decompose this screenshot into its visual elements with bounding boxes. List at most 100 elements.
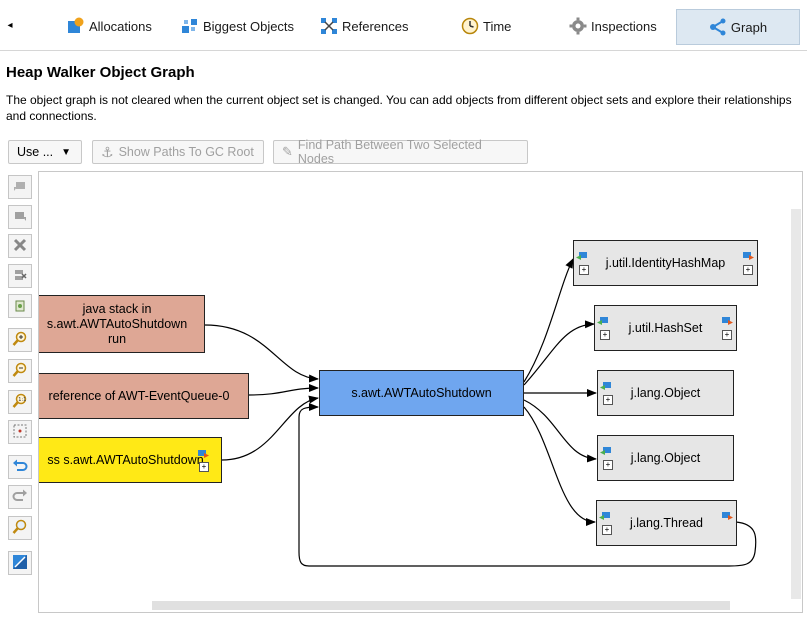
node-reference-awt-eventqueue[interactable]: reference of AWT-EventQueue-0	[39, 373, 249, 419]
close-icon	[13, 238, 27, 255]
biggest-objects-icon	[181, 17, 199, 35]
fit-to-window-icon	[12, 423, 28, 442]
expand-plus-icon[interactable]: +	[199, 462, 209, 472]
expand-plus-icon[interactable]: +	[743, 265, 753, 275]
node-java-stack[interactable]: java stack in s.awt.AWTAutoShutdown run	[39, 295, 205, 353]
remove-other-nodes-button[interactable]	[8, 264, 32, 288]
page-title: Heap Walker Object Graph	[6, 64, 195, 81]
expand-plus-icon[interactable]: +	[603, 460, 613, 470]
tab-time[interactable]: Time	[461, 9, 511, 43]
node-label: ss s.awt.AWTAutoShutdown	[47, 452, 204, 467]
node-center-awtautoshutdown[interactable]: s.awt.AWTAutoShutdown	[319, 370, 524, 416]
edge-center-to-thread	[523, 406, 596, 526]
edge-stack-to-center	[204, 324, 319, 383]
node-label: s.awt.AWTAutoShutdown	[351, 385, 492, 400]
graph-canvas[interactable]: java stack in s.awt.AWTAutoShutdown run …	[38, 171, 803, 613]
find-path-label: Find Path Between Two Selected Nodes	[297, 138, 482, 166]
tab-graph[interactable]: Graph	[676, 9, 800, 45]
tab-references[interactable]: References	[320, 9, 408, 43]
tab-label: Biggest Objects	[203, 18, 295, 34]
graph-edges	[204, 258, 757, 567]
fit-to-window-button[interactable]	[8, 420, 32, 444]
zoom-actual-size-icon: 1:1	[12, 393, 28, 412]
graph-icon	[709, 18, 727, 36]
node-line: run	[107, 331, 127, 346]
zoom-out-button[interactable]	[8, 359, 32, 383]
zoom-in-icon	[12, 331, 28, 350]
zoom-100-button[interactable]: 1:1	[8, 390, 32, 414]
node-label: reference of AWT-EventQueue-0	[48, 388, 230, 403]
clear-graph-button[interactable]	[8, 294, 32, 318]
edge-reference-to-center	[248, 384, 319, 396]
incoming-references-icon[interactable]	[576, 250, 587, 260]
expand-plus-icon[interactable]: +	[722, 330, 732, 340]
tab-biggest-objects[interactable]: Biggest Objects	[181, 9, 294, 43]
horizontal-scrollbar[interactable]	[152, 601, 730, 610]
edge-thread-to-center	[298, 403, 757, 567]
edge-center-to-identityhashmap	[523, 258, 574, 383]
undo-button[interactable]	[8, 455, 32, 479]
tab-label: References	[342, 18, 409, 34]
node-identity-hashmap[interactable]: j.util.IdentityHashMap + +	[573, 240, 758, 286]
node-hashset[interactable]: j.util.HashSet + +	[594, 305, 737, 351]
trash-icon	[13, 298, 27, 315]
node-thread[interactable]: j.lang.Thread +	[596, 500, 737, 546]
pencil-icon: ✎	[282, 144, 293, 159]
redo-button[interactable]	[8, 485, 32, 509]
tab-allocations[interactable]: Allocations	[67, 9, 152, 43]
tab-label: Inspections	[591, 18, 657, 34]
expand-plus-icon[interactable]: +	[603, 395, 613, 405]
tab-inspections[interactable]: Inspections	[569, 9, 657, 43]
vertical-scrollbar[interactable]	[791, 209, 801, 599]
node-label: j.lang.Thread	[630, 515, 703, 530]
outgoing-references-icon[interactable]	[198, 448, 209, 458]
incoming-references-icon[interactable]	[599, 510, 610, 520]
edge-center-to-object2	[523, 399, 597, 463]
node-object-1[interactable]: j.lang.Object +	[597, 370, 734, 416]
find-path-between-nodes-button[interactable]: ✎ Find Path Between Two Selected Nodes	[273, 138, 528, 166]
zoom-out-icon	[12, 362, 28, 381]
collapse-node-button[interactable]	[8, 175, 32, 199]
outgoing-references-icon[interactable]	[722, 315, 733, 325]
scroll-left-arrow-icon[interactable]: ◂	[7, 20, 13, 31]
use-dropdown-label: Use ...	[17, 145, 54, 159]
remove-node-button[interactable]	[8, 234, 32, 258]
find-node-button[interactable]	[8, 516, 32, 540]
node-class-awtautoshutdown[interactable]: ss s.awt.AWTAutoShutdown +	[39, 437, 222, 483]
node-label: j.util.IdentityHashMap	[605, 255, 726, 270]
tab-label: Graph	[730, 19, 768, 35]
anchor-icon: ⚓	[101, 143, 114, 160]
dropdown-arrow-icon: ▼	[61, 146, 72, 158]
export-graph-button[interactable]	[8, 551, 32, 575]
expand-plus-icon[interactable]: +	[602, 525, 612, 535]
remove-other-icon	[13, 268, 27, 285]
view-tab-bar: ◂ Allocations Biggest Objects References…	[0, 0, 807, 51]
tab-label: Time	[483, 18, 512, 34]
tab-label: Allocations	[89, 18, 152, 34]
search-icon	[12, 519, 28, 538]
outgoing-references-icon[interactable]	[722, 510, 733, 520]
node-object-2[interactable]: j.lang.Object +	[597, 435, 734, 481]
incoming-references-icon[interactable]	[600, 445, 611, 455]
svg-text:1:1: 1:1	[18, 397, 26, 403]
expand-plus-icon[interactable]: +	[600, 330, 610, 340]
node-line: java stack in	[82, 301, 152, 316]
show-paths-label: Show Paths To GC Root	[118, 145, 254, 159]
incoming-references-icon[interactable]	[597, 315, 608, 325]
incoming-references-icon[interactable]	[600, 380, 611, 390]
expand-plus-icon[interactable]: +	[579, 265, 589, 275]
collapse-icon	[13, 179, 27, 196]
outgoing-references-icon[interactable]	[743, 250, 754, 260]
inspections-icon	[569, 17, 587, 35]
expand-icon	[13, 209, 27, 226]
undo-icon	[12, 458, 28, 477]
allocations-icon	[67, 17, 85, 35]
use-dropdown-button[interactable]: Use ... ▼	[8, 140, 82, 164]
node-label: j.lang.Object	[630, 450, 701, 465]
zoom-in-button[interactable]	[8, 328, 32, 352]
show-paths-to-gc-root-button[interactable]: ⚓ Show Paths To GC Root	[92, 140, 264, 164]
expand-node-button[interactable]	[8, 205, 32, 229]
node-label: j.lang.Object	[630, 385, 701, 400]
edge-class-to-center	[221, 395, 319, 461]
edge-center-to-hashset	[523, 320, 595, 386]
